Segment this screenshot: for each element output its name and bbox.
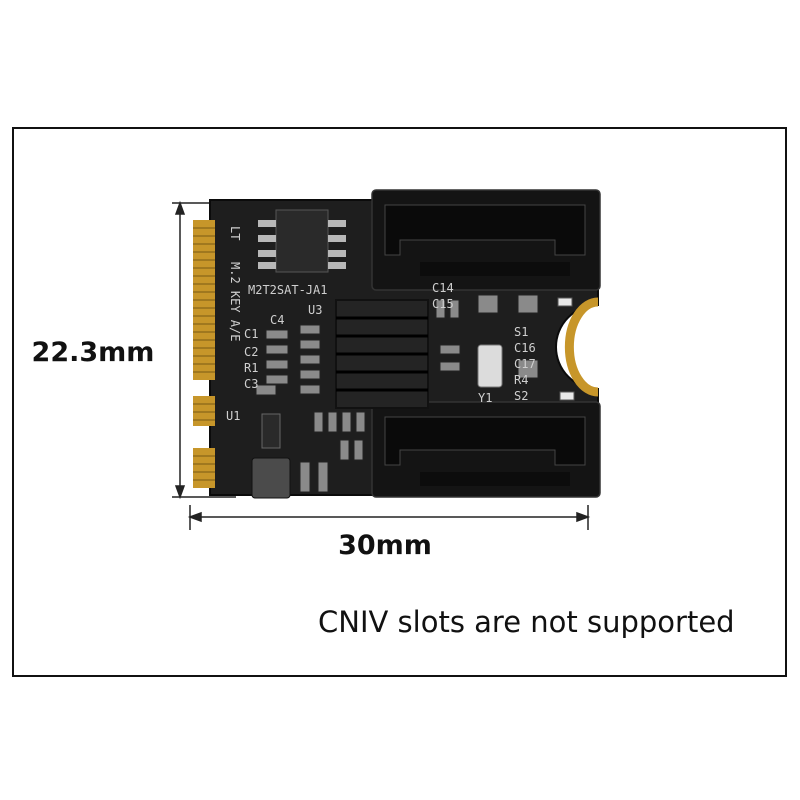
compatibility-note: CNIV slots are not supported: [318, 605, 735, 639]
svg-text:R1: R1: [244, 361, 258, 375]
svg-text:C2: C2: [244, 345, 258, 359]
svg-text:M2T2SAT-JA1: M2T2SAT-JA1: [248, 283, 327, 297]
svg-text:U3: U3: [308, 303, 322, 317]
ic-chip-u1: [261, 413, 281, 449]
svg-text:LT: LT: [228, 226, 242, 240]
svg-text:C14: C14: [432, 281, 454, 295]
svg-text:C15: C15: [432, 297, 454, 311]
svg-text:R4: R4: [514, 373, 528, 387]
svg-text:C1: C1: [244, 327, 258, 341]
height-dimension-label: 22.3mm: [31, 337, 155, 368]
svg-text:M.2 KEY A/E: M.2 KEY A/E: [228, 262, 242, 341]
svg-text:S1: S1: [514, 325, 528, 339]
svg-text:Y1: Y1: [478, 391, 492, 405]
led-indicators: [557, 297, 575, 401]
svg-text:C17: C17: [514, 357, 536, 371]
heatsink: [335, 299, 429, 409]
width-dimension-label: 30mm: [338, 530, 432, 561]
svg-text:C3: C3: [244, 377, 258, 391]
ic-chip-top: [258, 209, 346, 273]
svg-text:S2: S2: [514, 389, 528, 403]
passive-components: [255, 294, 539, 493]
crystal-oscillator: [477, 344, 503, 388]
width-dimension-line: [187, 505, 591, 530]
sata-connector-bottom: [371, 401, 601, 498]
svg-text:C16: C16: [514, 341, 536, 355]
svg-text:C4: C4: [270, 313, 284, 327]
inductor: [251, 457, 291, 499]
screw-notch-ring: [564, 297, 599, 397]
image-frame: [12, 127, 787, 677]
svg-text:U1: U1: [226, 409, 240, 423]
sata-connector-top: [371, 189, 601, 291]
